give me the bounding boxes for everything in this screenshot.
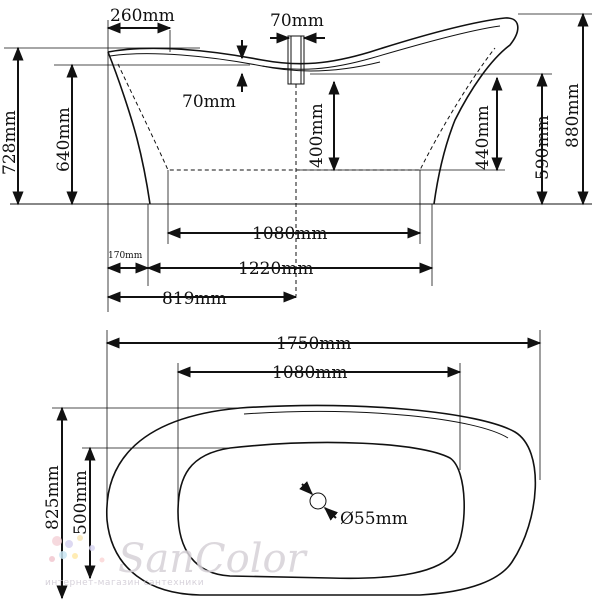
dim-base-length: 1220mm [238, 259, 314, 279]
dim-height-rim-right: 590mm [533, 115, 553, 180]
tub-top-outer-rim [106, 404, 537, 596]
dim-drain-diameter: Ø55mm [340, 509, 408, 529]
dim-rim-width: 260mm [110, 6, 175, 26]
side-view: 260mm 70mm 70mm 728mm 640mm 400mm 440mm … [0, 6, 592, 312]
dim-overall-width: 825mm [43, 465, 63, 530]
drain-circle [309, 492, 327, 510]
dim-height-rim-left: 640mm [54, 107, 74, 172]
watermark-tagline: интернет-магазин сантехники [45, 578, 204, 588]
dim-basin-depth-center: 400mm [307, 103, 327, 168]
dim-inner-width: 500mm [71, 470, 91, 535]
dim-height-total-right: 880mm [563, 83, 583, 148]
dim-height-total-left: 728mm [0, 110, 20, 175]
watermark-brand: SanColor [118, 536, 309, 582]
dim-inner-length: 1080mm [272, 363, 348, 383]
top-view: 1750mm 1080mm 825mm 500mm Ø55mm [43, 330, 542, 600]
dim-basin-depth-right: 440mm [473, 105, 493, 170]
dim-foot-offset: 170mm [108, 251, 143, 261]
dim-drain-width: 70mm [270, 11, 324, 31]
dim-overall-length: 1750mm [276, 334, 352, 354]
drain-pipe [287, 35, 305, 296]
dim-drain-offset: 819mm [162, 289, 227, 309]
dim-drain-depth: 70mm [182, 92, 236, 112]
watermark: SanColor интернет-магазин сантехники [45, 535, 309, 588]
watermark-dots-icon [49, 535, 105, 563]
dim-basin-length: 1080mm [252, 224, 328, 244]
